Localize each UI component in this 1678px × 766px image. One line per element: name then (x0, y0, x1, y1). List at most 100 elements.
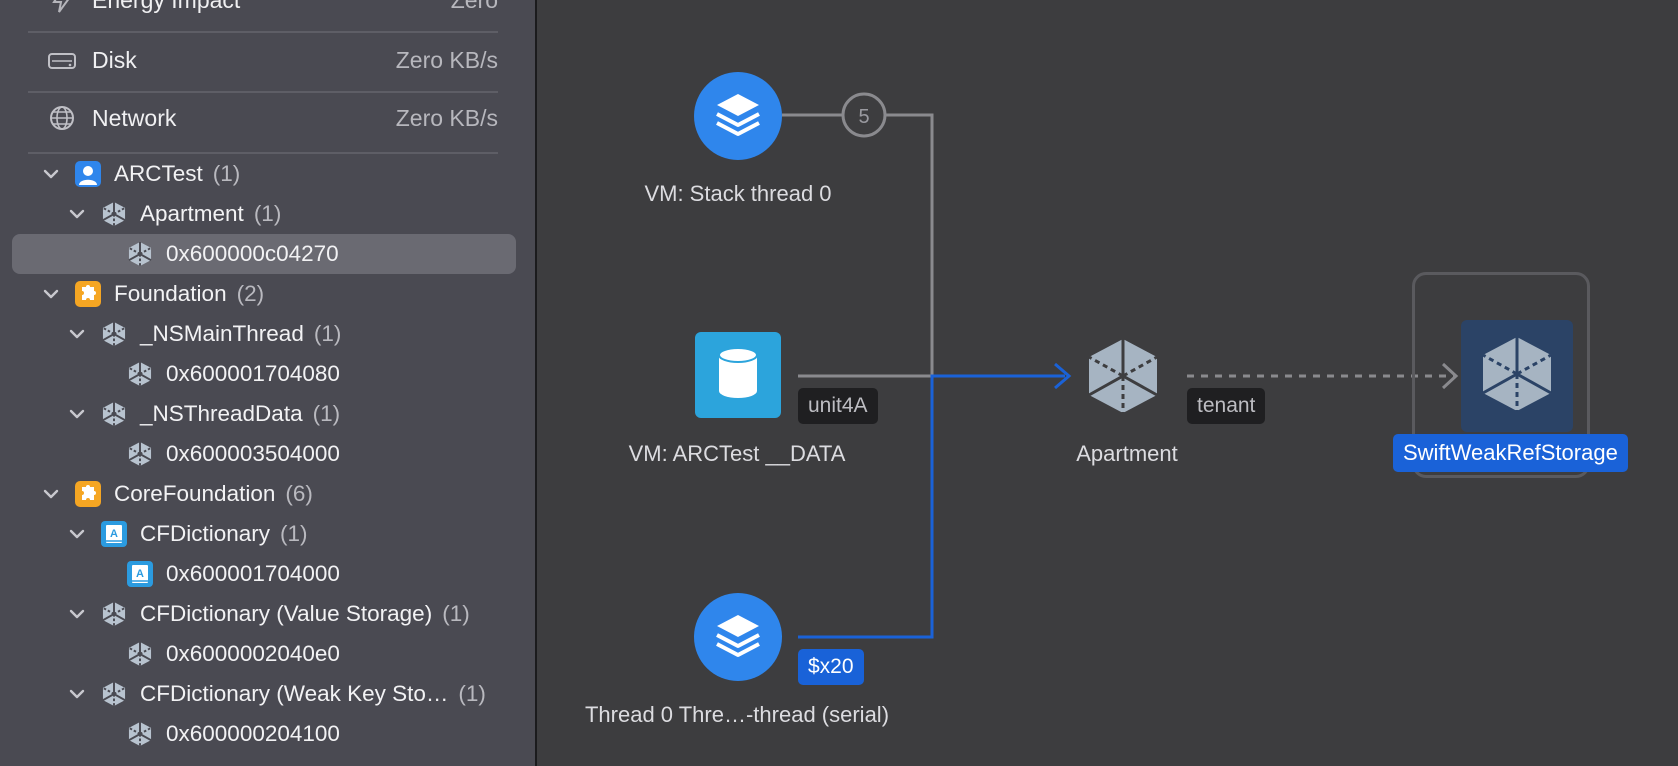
metric-value: Zero KB/s (395, 46, 498, 73)
node-apartment[interactable] (1084, 336, 1162, 416)
tree-row-count: (1) (458, 681, 486, 706)
tree-row-label: 0x600001704000 (166, 561, 340, 586)
node-label: VM: ARCTest __DATA (628, 441, 846, 466)
database-icon (716, 346, 760, 405)
node-label: SwiftWeakRefStorage (1393, 434, 1628, 472)
tree-row[interactable]: 0x600003504000 (12, 434, 516, 474)
selection-frame (1412, 272, 1590, 478)
instance-cube-icon (126, 640, 154, 668)
class-cube-icon (100, 400, 128, 428)
framework-puzzle-icon (74, 280, 102, 308)
node-stack-thread[interactable] (694, 72, 782, 160)
tree-row-count: (6) (285, 481, 313, 506)
tree-row[interactable]: 0x600000c04270 (12, 234, 516, 274)
svg-text:A: A (136, 568, 144, 580)
tree-row-label: 0x600000c04270 (166, 241, 339, 266)
instance-cube-icon (126, 360, 154, 388)
node-label: Apartment (1076, 441, 1178, 466)
instance-cube-icon (126, 440, 154, 468)
tree-row-label: 0x600003504000 (166, 441, 340, 466)
tree-row[interactable]: CFDictionary (Weak Key Sto…(1) (12, 674, 516, 714)
chevron-down-icon[interactable] (66, 203, 88, 225)
tree-row[interactable]: CFDictionary (Value Storage) (1) (12, 594, 516, 634)
node-label: VM: Stack thread 0 (644, 181, 832, 206)
tree-row[interactable]: 0x6000002040e0 (12, 634, 516, 674)
edge-stack-down (866, 113, 934, 376)
tree-row-label: CoreFoundation (114, 481, 276, 506)
disk-icon (46, 46, 78, 74)
split-divider[interactable] (535, 0, 537, 766)
instance-cube-icon (126, 720, 154, 748)
edge-thread (798, 374, 1065, 639)
chevron-down-icon (92, 443, 114, 465)
chevron-down-icon (92, 243, 114, 265)
node-label: Thread 0 Thre…-thread (serial) (584, 702, 890, 727)
tree-row-count: (1) (442, 601, 470, 626)
tree-row-label: CFDictionary (Value Storage) (140, 601, 433, 626)
tree-row[interactable]: ARCTest (1) (12, 154, 516, 194)
metric-network[interactable]: Network Zero KB/s (28, 89, 498, 147)
framework-puzzle-icon (74, 480, 102, 508)
chevron-down-icon (92, 643, 114, 665)
tree-row-count: (1) (312, 401, 341, 426)
energy-icon (46, 0, 78, 14)
node-data-region[interactable] (695, 332, 781, 418)
tree-row-label: ARCTest (114, 161, 203, 186)
tree-row[interactable]: CoreFoundation (6) (12, 474, 516, 514)
tree-row[interactable]: A 0x600001704000 (12, 554, 516, 594)
metric-value: Zero (451, 0, 498, 14)
tree-row[interactable]: _NSThreadData (1) (12, 394, 516, 434)
tree-row-count: (1) (313, 321, 342, 346)
metric-value: Zero KB/s (395, 104, 498, 131)
chevron-down-icon (92, 563, 114, 585)
arrow-head-icon (1054, 362, 1072, 390)
tree-row-label: 0x600001704080 (166, 361, 340, 386)
class-cube-icon (100, 320, 128, 348)
chevron-down-icon[interactable] (66, 403, 88, 425)
tree-row-label: Apartment (140, 201, 244, 226)
tree-row[interactable]: Foundation(2) (12, 274, 516, 314)
tree-row[interactable]: _NSMainThread (1) (12, 314, 516, 354)
badge-count: 5 (858, 106, 869, 128)
network-icon (46, 104, 78, 132)
metric-energy[interactable]: Energy Impact Zero (28, 0, 498, 29)
svg-text:A: A (110, 528, 118, 540)
edge-label-tenant: tenant (1187, 388, 1266, 424)
tree-row[interactable]: 0x600000204100 (12, 714, 516, 754)
tree-row-count: (1) (280, 521, 308, 546)
chevron-down-icon[interactable] (66, 323, 88, 345)
user-app-icon (74, 160, 102, 188)
node-thread[interactable] (694, 593, 782, 681)
tree-row-label: _NSThreadData (140, 401, 303, 426)
cube-icon (1084, 339, 1162, 420)
memory-graph: 5 VM: Stack thread 0 VM: ARCTest __DATA … (537, 0, 1678, 766)
instance-cube-icon (126, 240, 154, 268)
chevron-down-icon[interactable] (66, 683, 88, 705)
tree-row[interactable]: Apartment(1) (12, 194, 516, 234)
class-cube-icon (100, 200, 128, 228)
reference-count-badge[interactable] (841, 92, 887, 138)
tree-row-label: _NSMainThread (140, 321, 304, 346)
tree-row[interactable]: 0x600001704080 (12, 354, 516, 394)
chevron-down-icon[interactable] (66, 603, 88, 625)
dictionary-book-icon: A (126, 560, 154, 588)
layers-icon (713, 90, 763, 143)
chevron-down-icon[interactable] (40, 283, 62, 305)
class-cube-icon (100, 600, 128, 628)
chevron-down-icon[interactable] (40, 163, 62, 185)
tree-row-count: (1) (212, 161, 241, 186)
chevron-down-icon (92, 363, 114, 385)
divider (28, 31, 498, 33)
chevron-down-icon[interactable] (66, 523, 88, 545)
divider (28, 91, 498, 93)
graph-edges: 5 (782, 92, 1459, 639)
metric-disk[interactable]: Disk Zero KB/s (28, 31, 498, 89)
metric-label: Disk (92, 46, 137, 73)
chevron-down-icon[interactable] (40, 483, 62, 505)
tree-row-count: (2) (236, 281, 265, 306)
node-swift-weak-ref-storage[interactable] (1461, 320, 1573, 432)
metric-label: Energy Impact (92, 0, 451, 14)
navigator-sidebar: Energy Impact Zero Disk Zero KB/s Networ… (0, 0, 536, 766)
cube-icon (1478, 334, 1556, 419)
